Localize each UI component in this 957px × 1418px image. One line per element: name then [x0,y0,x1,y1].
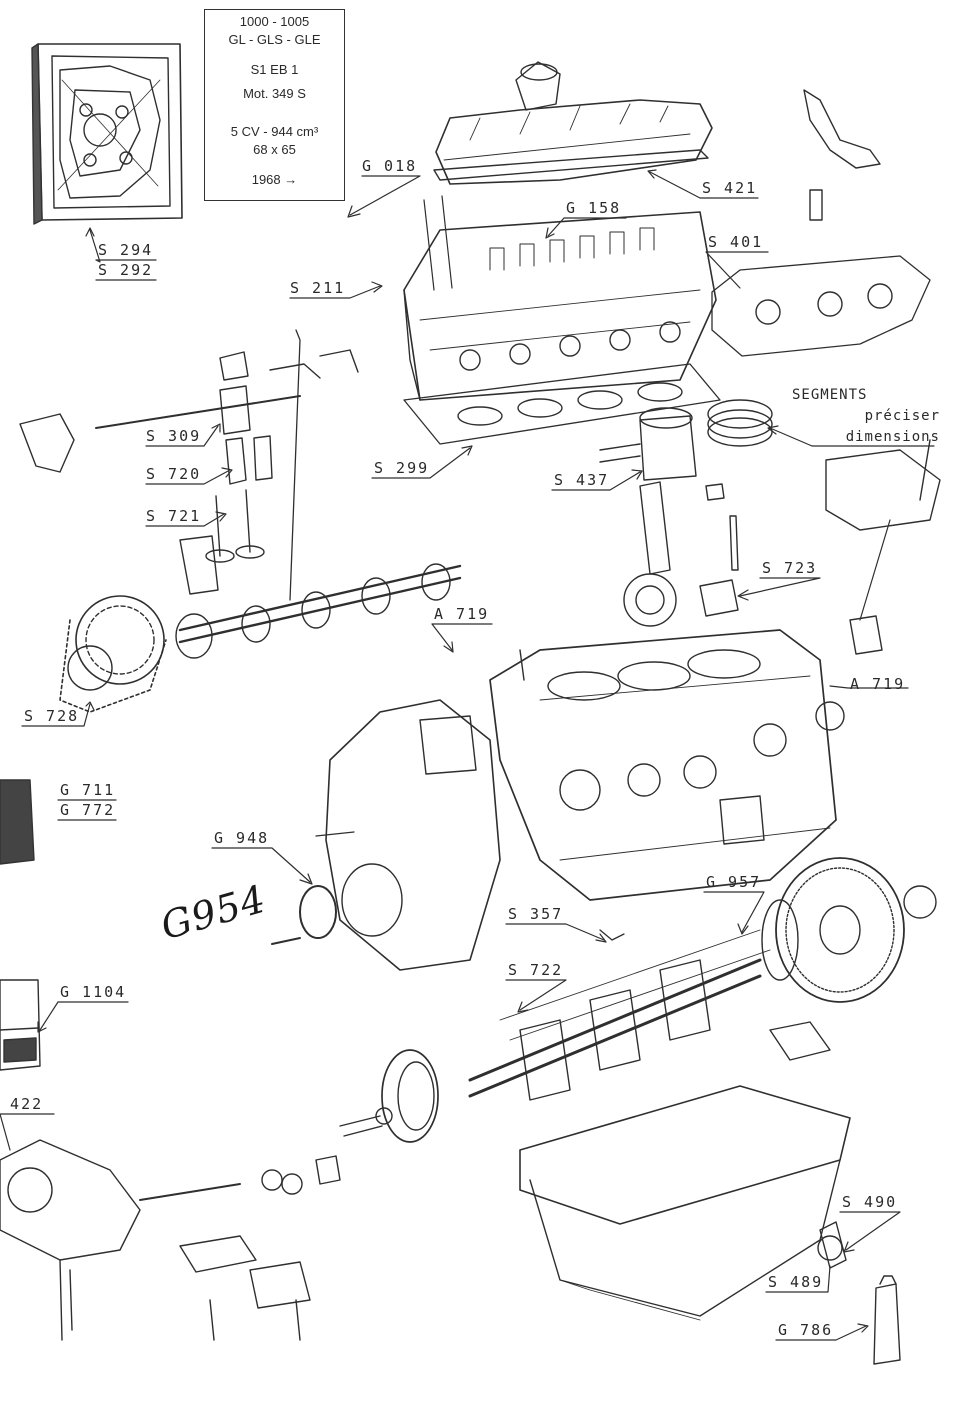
camshaft-drawing [175,563,462,659]
label-s299: S 299 [374,459,430,477]
label-s309: S 309 [146,427,202,445]
label-s720: S 720 [146,465,202,483]
cylinder-block-drawing [489,629,845,901]
connecting-rod-drawing [623,481,739,627]
label-s401: S 401 [708,233,764,251]
spec-year: 1968 → [251,172,298,187]
label-s357: S 357 [508,905,564,923]
flywheel-drawing [761,857,937,1003]
label-a719-right: A 719 [850,675,906,693]
label-s723: S 723 [762,559,818,577]
label-s437: S 437 [554,471,610,489]
spec-models: 1000 - 1005 [239,14,310,29]
label-s490: S 490 [842,1193,898,1211]
segments-title: SEGMENTS [792,387,868,403]
label-g711: G 711 [60,781,116,799]
label-s422: S 422 [0,1095,44,1113]
oil-pan-drawing [519,1085,851,1321]
label-g948: G 948 [214,829,270,847]
label-s489: S 489 [768,1273,824,1291]
label-s722: S 722 [508,961,564,979]
timing-cover-drawing [299,699,501,971]
gasket-set-package-drawing [31,43,183,225]
spec-type: S1 EB 1 [250,62,299,77]
pulley-drawing [339,1049,439,1143]
piston-drawing [599,399,773,501]
valve-train-drawing [19,329,359,601]
label-g786: G 786 [778,1321,834,1339]
cylinder-head-drawing [403,195,717,401]
label-g1104: G 1104 [60,983,127,1001]
label-a719-top: A 719 [434,605,490,623]
g1104-package-drawing [0,979,41,1071]
crankshaft-drawing [468,929,831,1101]
label-s211: S 211 [290,279,346,297]
segments-line2: préciser [864,408,940,424]
label-s294: S 294 [98,241,154,259]
oil-pump-drawing [0,1139,341,1341]
label-g158: G 158 [566,199,622,217]
label-s292: S 292 [98,261,154,279]
label-g772: G 772 [60,801,116,819]
rocker-cover-drawing [433,61,713,185]
distributor-drawing [825,439,941,655]
g711-package-drawing [0,779,35,865]
label-g018: G 018 [362,157,418,175]
label-s728: S 728 [24,707,80,725]
head-gasket-drawing [403,363,721,445]
leader-lines [0,169,935,1341]
model-spec-box: 1000 - 1005 GL - GLS - GLE S1 EB 1 Mot. … [204,9,345,201]
segments-line3: dimensions [845,429,940,445]
label-g957: G 957 [706,873,762,891]
label-s721: S 721 [146,507,202,525]
label-s421: S 421 [702,179,758,197]
segments-note: SEGMENTS préciser dimensions [790,385,940,448]
spec-displacement: 5 CV - 944 cm³ [230,124,319,139]
oil-can-drawing [873,1275,901,1365]
manifold-drawing [711,89,931,357]
spec-engine: Mot. 349 S [243,86,306,101]
spec-trims: GL - GLS - GLE [228,32,321,47]
spec-bore-stroke: 68 x 65 [253,142,296,157]
timing-chain-drawing [59,595,167,713]
